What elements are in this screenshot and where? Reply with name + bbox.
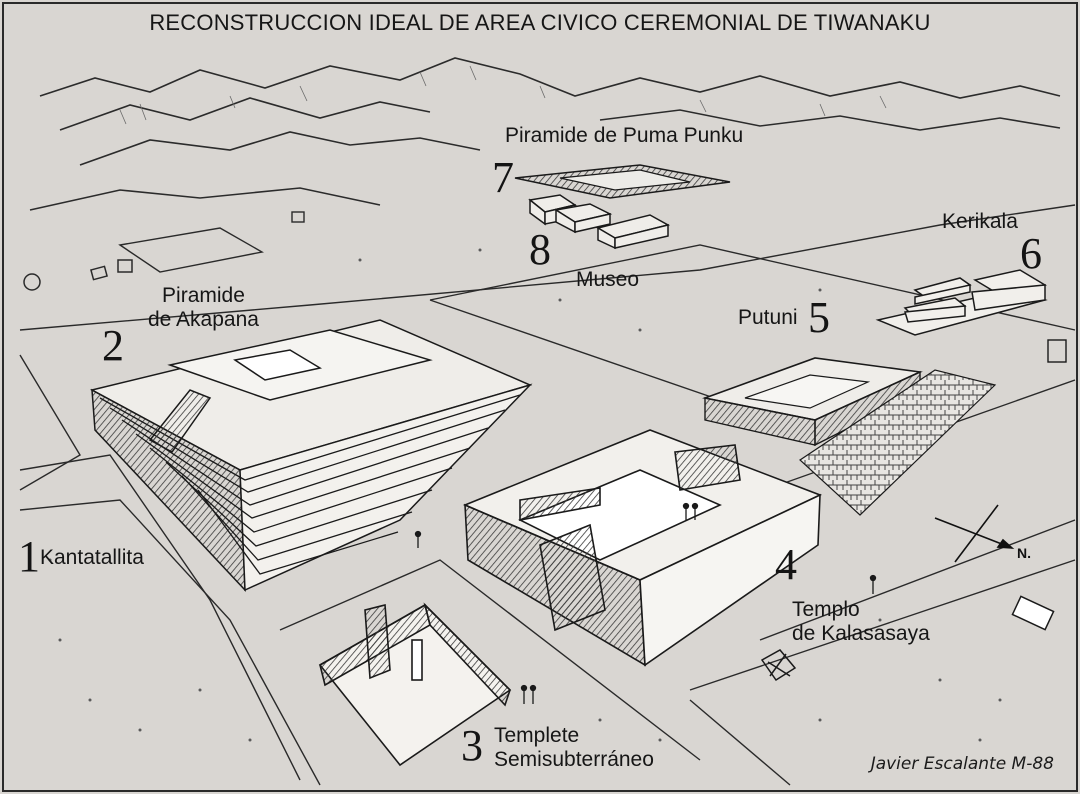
site-number-3: 3 bbox=[461, 721, 483, 770]
kalasasaya-temple bbox=[462, 429, 823, 667]
distant-marker bbox=[23, 273, 41, 291]
site-number-4: 4 bbox=[775, 540, 797, 589]
site-label-kerikala: Kerikala bbox=[942, 210, 1018, 233]
site-label-templete: Templete Semisubterráneo bbox=[494, 724, 654, 772]
compass-arrow-icon bbox=[934, 504, 1015, 563]
mountains bbox=[29, 57, 1061, 211]
templete-structure bbox=[318, 602, 512, 767]
site-label-kalasasaya: Templo de Kalasasaya bbox=[792, 598, 930, 646]
distant-hut bbox=[291, 211, 305, 223]
gateway-marker bbox=[760, 649, 797, 682]
ground-texture bbox=[48, 248, 1002, 742]
putuni-structure bbox=[702, 357, 923, 447]
small-structure bbox=[1011, 595, 1055, 631]
akapana-pyramid bbox=[89, 319, 533, 592]
site-number-7: 7 bbox=[492, 153, 514, 202]
mountain-shading bbox=[119, 65, 887, 125]
diagram-title: RECONSTRUCCION IDEAL DE AREA CIVICO CERE… bbox=[149, 10, 931, 35]
museo-structure bbox=[528, 194, 671, 250]
site-label-putuni: Putuni bbox=[738, 306, 798, 329]
compass-north-label: N. bbox=[1017, 545, 1031, 561]
paved-area bbox=[799, 369, 997, 516]
site-label-museo: Museo bbox=[576, 268, 640, 291]
kerikala-structure bbox=[875, 269, 1048, 336]
site-number-6: 6 bbox=[1020, 229, 1042, 278]
distant-hut bbox=[117, 259, 133, 273]
site-label-akapana: Piramide de Akapana bbox=[148, 284, 259, 332]
artist-signature: Javier Escalante M-88 bbox=[870, 754, 1054, 774]
site-number-8: 8 bbox=[529, 225, 551, 274]
distant-structure bbox=[1047, 339, 1067, 363]
site-number-1: 1 bbox=[18, 532, 40, 581]
puma-punku-structure bbox=[514, 164, 731, 199]
distant-field bbox=[118, 227, 264, 273]
site-label-kantatallita: Kantatallita bbox=[40, 546, 144, 569]
site-number-5: 5 bbox=[808, 293, 830, 342]
figures bbox=[414, 502, 877, 704]
site-number-2: 2 bbox=[102, 321, 124, 370]
site-label-puma-punku: Piramide de Puma Punku bbox=[505, 124, 744, 147]
distant-hut bbox=[90, 265, 108, 281]
